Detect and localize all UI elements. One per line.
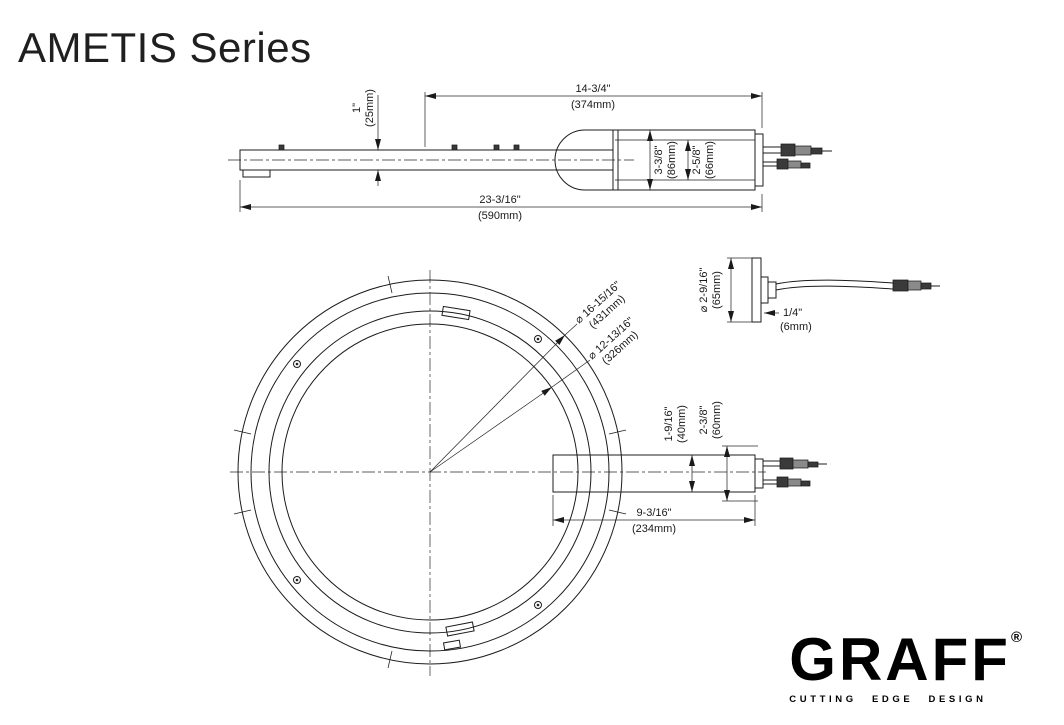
- dim-housing-inner-height-in: 2-5/8": [691, 145, 703, 174]
- arm-side-view: 1-9/16" (40mm) 2-3/8" (60mm) 9-3/16" (23…: [552, 401, 827, 535]
- arm-sleeve: [242, 169, 271, 178]
- dim-housing-length-in: 14-3/4": [575, 83, 610, 95]
- cable-bottom-line: [775, 285, 894, 291]
- brand-logo: GRAFF® CUTTING EDGE DESIGN: [789, 626, 1022, 706]
- connector-geometry: [751, 257, 940, 323]
- series-title: AMETIS Series: [18, 24, 312, 71]
- dim-arm-depth-in: 2-3/8": [698, 405, 710, 434]
- arm-top-view: 14-3/4" (374mm) 1" (25mm) 3-3/8" (86mm) …: [228, 83, 832, 222]
- dim-arm-thickness-mm: (25mm): [364, 89, 376, 127]
- dim-arm-length-in: 9-3/16": [636, 507, 671, 519]
- cable-plug: [892, 279, 940, 292]
- housing-end-cap: [754, 133, 764, 187]
- arm-side-dimension-lines: [552, 445, 758, 526]
- ring-screws: [293, 335, 542, 609]
- cover-plate-edge: [751, 257, 762, 323]
- dim-housing-height-mm: (86mm): [666, 141, 678, 179]
- dim-arm-length-mm: (234mm): [632, 523, 676, 535]
- mounting-screws: [278, 144, 520, 151]
- dim-total-length-in: 23-3/16": [479, 194, 520, 206]
- ring-outer-circle: [237, 279, 623, 665]
- housing-outline: [612, 129, 756, 191]
- arm-top-dimension-lines: [239, 92, 763, 212]
- dim-arm-thickness-in: 1": [351, 103, 363, 113]
- ring-cable-exit: [442, 639, 462, 651]
- connector-body-step1: [760, 276, 769, 304]
- side-cable-connector-upper: [763, 457, 827, 470]
- cable-connector-upper: [763, 143, 832, 157]
- connector-body-step2: [767, 281, 777, 299]
- ring-inner-circle: [281, 323, 579, 621]
- housing-rounded-cap: [554, 129, 613, 191]
- ring-front-view: ⌀ 16-15/16" (431mm) ⌀ 12-13/16" (326mm): [230, 270, 766, 676]
- leader-outer-diameter-tail: [564, 323, 578, 336]
- arm-side-end-cap: [754, 458, 764, 489]
- leader-outer-diameter: [429, 334, 566, 473]
- arm-side-outline: [552, 454, 756, 493]
- ring-slot-top: [441, 305, 471, 321]
- side-cable-connector-lower: [763, 476, 811, 488]
- leader-inner-diameter: [429, 386, 553, 473]
- cable-top-line: [775, 279, 894, 285]
- dim-housing-inner-height-mm: (66mm): [704, 141, 716, 179]
- ring-circle-3: [268, 310, 592, 634]
- dim-plate-diameter-mm: (65mm): [711, 271, 723, 309]
- dim-plate-thickness-mm: (6mm): [780, 321, 812, 333]
- dim-arm-depth-mm: (60mm): [711, 401, 723, 439]
- arm-top-geometry: [228, 129, 832, 191]
- ring-dimension-lines: [429, 323, 591, 473]
- ring-slot-bottom: [445, 621, 475, 637]
- cable-connector-lower: [763, 158, 811, 170]
- dim-plate-thickness-in: 1/4": [783, 307, 802, 319]
- leader-inner-diameter-tail: [551, 359, 591, 388]
- connector-dimension-lines: [727, 257, 779, 323]
- registered-trademark-symbol: ®: [1010, 629, 1022, 646]
- ring-circle-2: [250, 292, 610, 652]
- brand-name: GRAFF: [789, 626, 1011, 693]
- dim-total-length-mm: (590mm): [478, 210, 522, 222]
- dim-housing-length-mm: (374mm): [571, 99, 615, 111]
- dim-plate-diameter-in: ⌀ 2-9/16": [698, 268, 710, 313]
- dim-housing-height-in: 3-3/8": [653, 145, 665, 174]
- dim-arm-height-mm: (40mm): [676, 405, 688, 443]
- brand-tagline: CUTTING EDGE DESIGN: [789, 694, 987, 705]
- ceiling-connector-view: ⌀ 2-9/16" (65mm) 1/4" (6mm): [698, 257, 940, 333]
- arm-side-geometry: [552, 454, 827, 493]
- ring-geometry: [230, 270, 766, 676]
- ring-tick-marks: [233, 275, 627, 669]
- dim-arm-height-in: 1-9/16": [663, 406, 675, 441]
